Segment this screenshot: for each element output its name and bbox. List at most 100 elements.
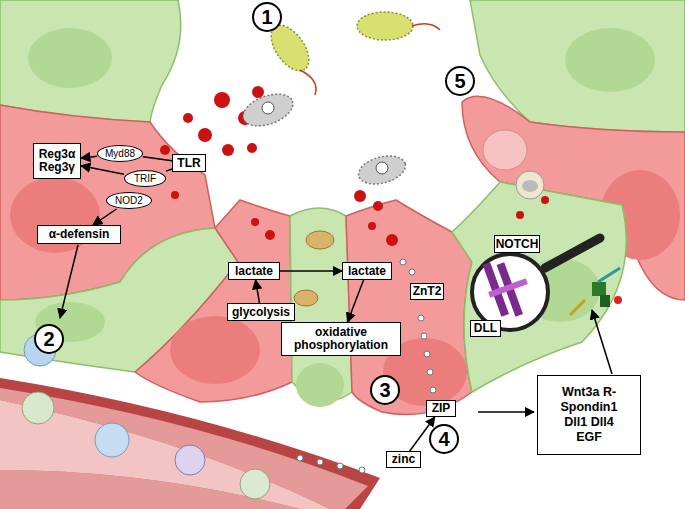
granules-part: [516, 211, 524, 219]
callout-number: 2: [34, 324, 64, 354]
leader-arrow: [60, 245, 612, 412]
arrow-connector: [81, 166, 124, 175]
zinc-dots-part: [337, 463, 343, 469]
node-text: Reg3α Reg3γ: [36, 148, 78, 174]
granules-part: [222, 144, 234, 156]
blood-vessel-part: [0, 388, 368, 509]
node-text: NOTCH: [496, 238, 539, 251]
bacterium-part: [300, 70, 316, 95]
process-box: oxidative phosphorylation: [281, 322, 401, 356]
arrow-connector: [81, 156, 97, 158]
transporter-box: ZnT2: [410, 283, 444, 300]
bacterium: [357, 12, 440, 40]
ligands: [570, 268, 622, 315]
granules-part: [171, 191, 179, 199]
dead-bacterium-part: [376, 162, 388, 174]
granules-part: [183, 113, 193, 123]
adaptor-ellipse: TRIF: [124, 170, 166, 187]
peptide-box: Reg3α Reg3γ: [33, 143, 81, 179]
peptide-box: α-defensin: [37, 225, 121, 244]
extrusion: [483, 130, 544, 199]
zinc-dots-part: [430, 387, 436, 393]
arrow-connector: [93, 209, 117, 225]
node-text: ZIP: [432, 402, 451, 415]
node-text: glycolysis: [232, 306, 290, 319]
metabolite-box: lactate: [228, 262, 280, 280]
extrusion-part: [522, 180, 538, 192]
dead-bacterium: [355, 151, 408, 189]
dead-bacterium-part: [262, 102, 274, 114]
immune-cell-part: [240, 469, 270, 499]
callout-number: 3: [370, 375, 400, 405]
granules-part: [252, 86, 264, 98]
ligands-part: [592, 282, 606, 296]
zinc-dots-part: [421, 333, 427, 339]
receptor-box: NOTCH: [494, 235, 540, 253]
leader-arrow-part: [60, 245, 78, 318]
green-cell-part: [0, 0, 181, 122]
paneth-cell-part: [135, 200, 292, 402]
arrow-connector: [143, 157, 172, 161]
callout-number: 4: [429, 424, 459, 454]
node-text: lactate: [235, 265, 273, 278]
node-text: zinc: [392, 453, 415, 466]
green-cell: [452, 182, 626, 392]
dead-bacterium-part: [239, 88, 297, 132]
leader-arrow-part: [592, 310, 612, 374]
node-text: TRIF: [134, 172, 156, 185]
green-cell-part: [28, 28, 112, 88]
immune-cell-part: [175, 445, 205, 475]
node-text: ZnT2: [413, 285, 442, 298]
node-text: DLL: [474, 322, 497, 335]
dead-bacterium: [239, 88, 297, 132]
zinc-dots-part: [297, 455, 303, 461]
paneth-cell-part: [170, 316, 260, 384]
metabolite-box: lactate: [342, 262, 392, 280]
immune-cell-part: [22, 392, 54, 424]
arrow-connector: [280, 270, 342, 272]
node-text: Myd88: [105, 147, 135, 160]
arrow-connector: [348, 280, 364, 322]
stem-cell-part: [294, 290, 318, 306]
callout-number: 5: [445, 66, 475, 96]
stem-cell-part: [296, 363, 344, 407]
bacterium-part: [412, 24, 440, 30]
zinc-dots-part: [317, 459, 323, 465]
granules-part: [354, 190, 366, 202]
zinc-dots-part: [409, 269, 415, 275]
node-text: Wnt3a R-Spondin1 Dll1 Dll4 EGF: [550, 385, 628, 445]
node-text: α-defensin: [49, 228, 110, 241]
ligand-box: DLL: [470, 320, 501, 337]
receptor-ellipse: NOD2: [106, 192, 152, 209]
granules-part: [160, 145, 170, 155]
zinc-dots-part: [427, 369, 433, 375]
extrusion-part: [516, 171, 544, 199]
receptor-box: TLR: [172, 154, 206, 172]
green-cell-part: [565, 28, 655, 92]
callout-number: 1: [252, 2, 282, 32]
magnifier-part: [545, 238, 600, 268]
magnifier-part: [488, 278, 528, 297]
green-cell: [0, 0, 181, 122]
magnifier-part: [472, 254, 548, 330]
zinc-dots-part: [418, 315, 424, 321]
leader-arrow-part: [478, 411, 534, 413]
granules-part: [265, 230, 275, 240]
granules-part: [247, 143, 257, 153]
stem-cell: [290, 208, 352, 407]
zinc-dots-part: [359, 467, 365, 473]
granules-part: [373, 201, 383, 211]
stem-cell-part: [306, 231, 334, 249]
dead-bacterium-part: [355, 151, 408, 189]
node-text: oxidative phosphorylation: [284, 326, 398, 352]
bacterium-part: [357, 12, 413, 40]
zinc-dots-part: [424, 351, 430, 357]
ion-box: zinc: [386, 451, 421, 468]
node-text: lactate: [348, 265, 386, 278]
granules-part: [368, 222, 376, 230]
ligands-part: [600, 295, 610, 307]
arrow-connector: [256, 280, 260, 303]
node-text: NOD2: [115, 194, 143, 207]
granules-part: [251, 218, 259, 226]
paneth-cell: [135, 200, 292, 402]
